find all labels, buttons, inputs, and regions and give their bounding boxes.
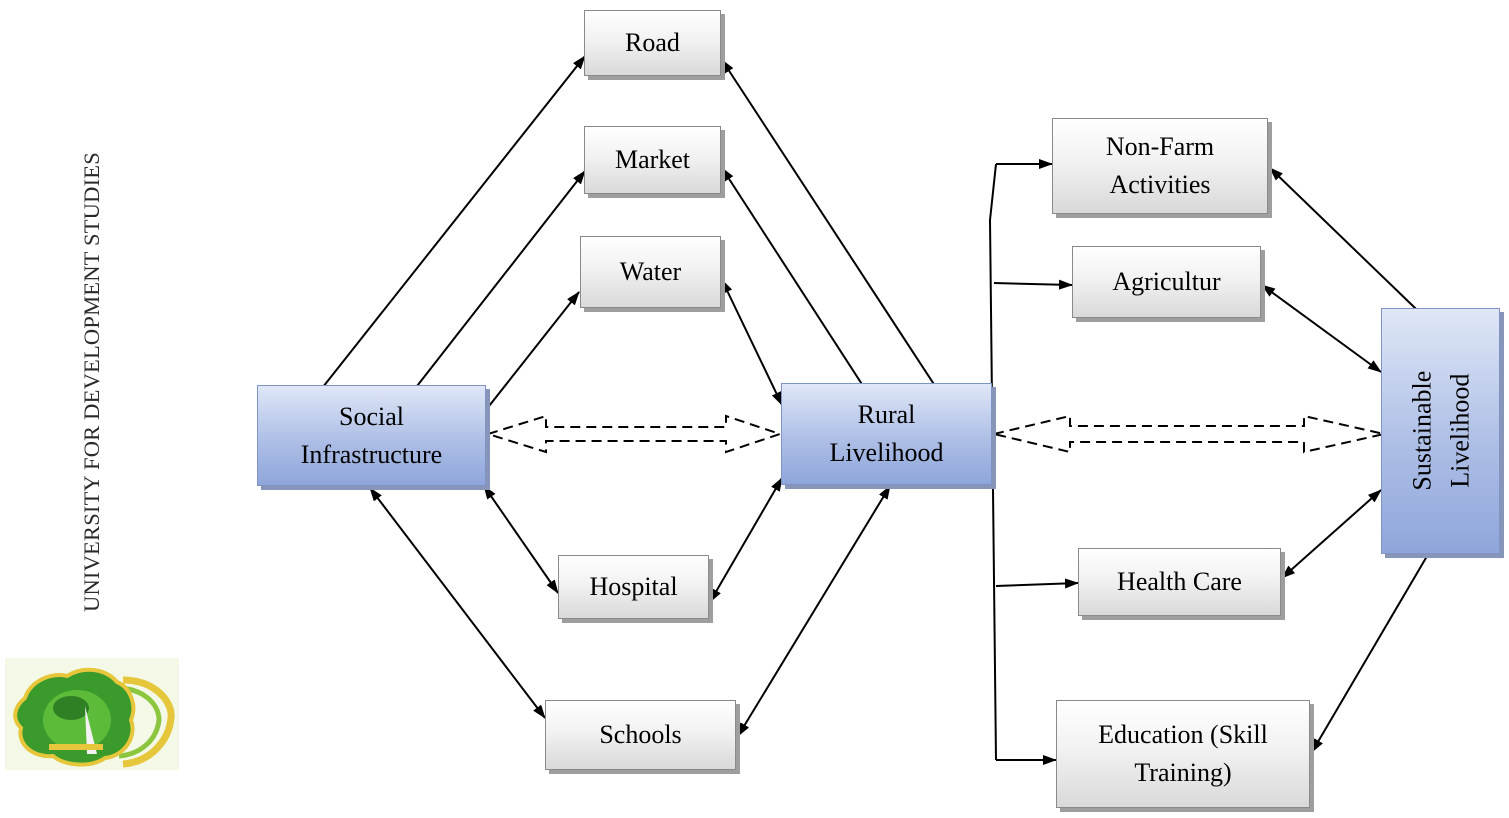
- node-education-line2: Training): [1134, 758, 1232, 787]
- node-market-label: Market: [614, 145, 691, 175]
- arrow-schools-rural: [737, 485, 891, 737]
- arrow-agriculture-sustainable: [1261, 284, 1382, 373]
- arrow-market-rural: [721, 167, 879, 410]
- node-sustainable-livelihood: Sustainable Livelihood: [1381, 308, 1500, 554]
- node-non-farm-line1: Non-Farm: [1105, 132, 1215, 162]
- node-water-label: Water: [619, 257, 682, 287]
- node-health-care: Health Care: [1078, 548, 1281, 616]
- node-schools-label: Schools: [599, 720, 682, 750]
- arrow-nonfarm-sustainable: [1269, 167, 1443, 335]
- node-social-infrastructure-line1: Social: [338, 401, 404, 431]
- node-schools: Schools: [545, 700, 736, 770]
- arrow-social-water: [477, 291, 580, 421]
- node-education-line1: Education (Skill: [1098, 720, 1268, 750]
- node-education-skill-training: Education (Skill Training): [1056, 700, 1310, 808]
- node-water: Water: [580, 236, 721, 308]
- node-road-label: Road: [625, 28, 680, 58]
- arrow-hospital-rural: [709, 477, 783, 603]
- node-market: Market: [584, 126, 721, 194]
- university-crest-icon: [5, 658, 179, 770]
- node-hospital-label: Hospital: [589, 572, 678, 602]
- node-non-farm-activities: Non-Farm Activities: [1052, 118, 1268, 214]
- node-social-infrastructure: Social Infrastructure: [257, 385, 486, 486]
- arrow-to-agriculture: [993, 279, 1073, 290]
- node-hospital: Hospital: [558, 555, 709, 619]
- arrow-healthcare-sustainable: [1281, 489, 1382, 579]
- arrow-education-sustainable: [1311, 533, 1441, 753]
- node-sustainable-line2: Livelihood: [1444, 373, 1474, 489]
- node-rural-livelihood-line2: Livelihood: [829, 438, 944, 467]
- dashed-double-arrow-rural-sustainable: [993, 414, 1385, 454]
- dashed-double-arrow-social-rural: [484, 414, 784, 454]
- node-rural-livelihood-line1: Rural: [857, 400, 916, 430]
- node-health-care-label: Health Care: [1117, 567, 1242, 597]
- bracket-line: [988, 163, 997, 761]
- node-agriculture: Agricultur: [1072, 246, 1261, 318]
- node-social-infrastructure-line2: Infrastructure: [300, 439, 443, 469]
- arrow-social-hospital: [483, 485, 559, 594]
- node-sustainable-line1: Sustainable: [1406, 371, 1436, 491]
- node-agriculture-label: Agricultur: [1112, 267, 1221, 297]
- node-non-farm-line2: Activities: [1109, 170, 1211, 199]
- arrow-to-healthcare: [995, 578, 1079, 589]
- node-road: Road: [584, 10, 721, 76]
- node-rural-livelihood: Rural Livelihood: [781, 383, 992, 485]
- arrow-social-schools: [369, 487, 546, 719]
- arrow-water-rural: [721, 279, 783, 406]
